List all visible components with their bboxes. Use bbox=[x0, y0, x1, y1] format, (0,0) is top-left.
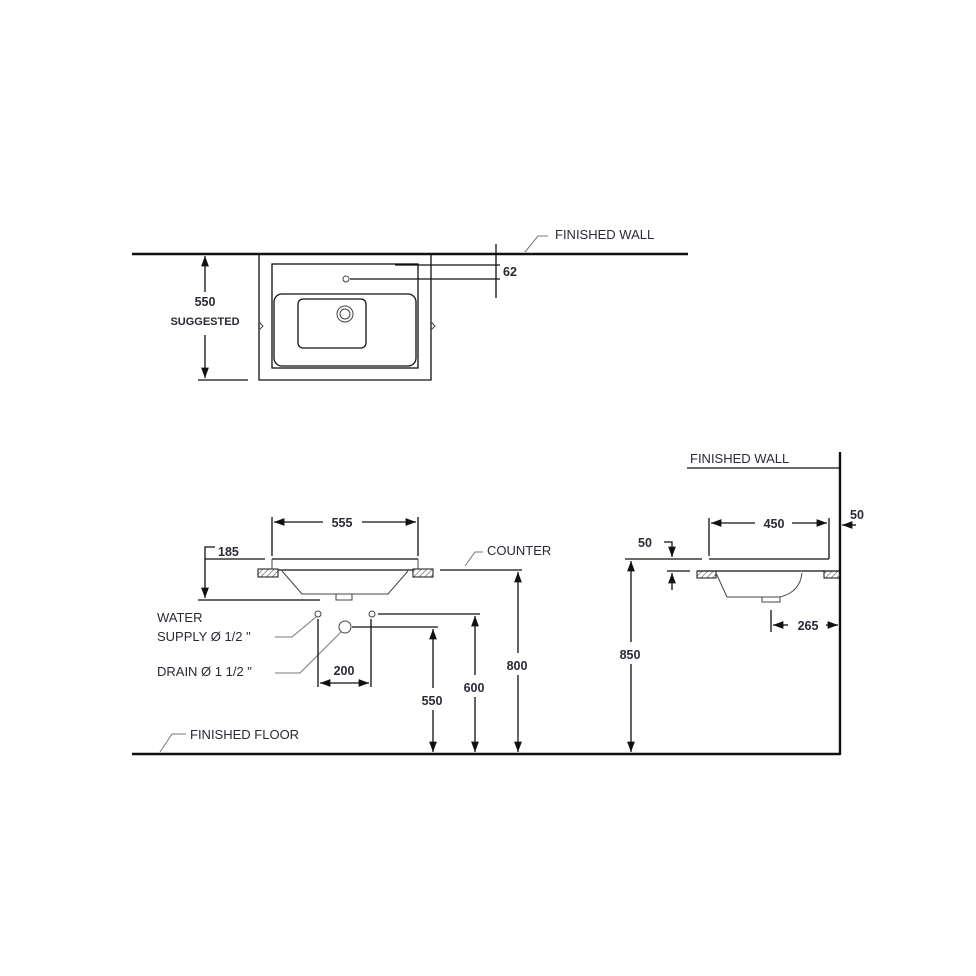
drain-pipe-icon bbox=[338, 620, 352, 634]
dim-850-label: 850 bbox=[620, 648, 641, 662]
dim-50-rim-label: 50 bbox=[638, 536, 652, 550]
counter-section-left bbox=[257, 568, 279, 578]
dim-555-label: 555 bbox=[332, 516, 353, 530]
supply-leader bbox=[275, 616, 317, 638]
side-elevation: FINISHED WALL 450 265 50 50 850 bbox=[620, 451, 864, 755]
side-finished-wall-label: FINISHED WALL bbox=[690, 451, 789, 466]
drain-leader bbox=[275, 631, 342, 674]
water-supply-left-icon bbox=[314, 610, 322, 618]
dim-550-front-label: 550 bbox=[422, 694, 443, 708]
floor-leader bbox=[159, 733, 186, 753]
vanity-outline bbox=[258, 254, 432, 381]
dim-50-rim-top bbox=[664, 541, 676, 557]
front-elevation: FINISHED FLOOR 555 185 COUNTER WATER SUP… bbox=[132, 516, 840, 756]
wall-leader bbox=[524, 235, 548, 253]
drain-icon bbox=[336, 305, 354, 323]
finished-wall-label: FINISHED WALL bbox=[555, 227, 654, 242]
counter-label: COUNTER bbox=[487, 543, 551, 558]
water-supply-size-label: SUPPLY Ø 1/2 " bbox=[157, 629, 251, 644]
finished-floor-label: FINISHED FLOOR bbox=[190, 727, 299, 742]
counter-section-right bbox=[412, 568, 434, 578]
dim-550-label: 550 bbox=[195, 295, 216, 309]
dim-450-label: 450 bbox=[764, 517, 785, 531]
dim-62-label: 62 bbox=[503, 265, 517, 279]
suggested-label: SUGGESTED bbox=[170, 316, 239, 328]
side-basin-bowl-profile bbox=[715, 572, 803, 598]
drain-inner bbox=[339, 308, 351, 320]
break-marks bbox=[258, 321, 436, 331]
basin-outline bbox=[271, 263, 419, 369]
basin-bowl-profile bbox=[281, 570, 409, 595]
basin-bowl bbox=[273, 293, 417, 367]
side-counter-section-right bbox=[823, 570, 841, 579]
side-counter-section-left bbox=[696, 570, 717, 579]
dim-185-label: 185 bbox=[218, 545, 239, 559]
side-drain-stub bbox=[761, 596, 781, 603]
water-supply-label: WATER bbox=[157, 610, 203, 625]
drain-stub bbox=[335, 593, 353, 601]
dim-800-label: 800 bbox=[507, 659, 528, 673]
plan-view: FINISHED WALL 62 550 SUGGESTED bbox=[132, 227, 688, 381]
dim-185 bbox=[201, 546, 215, 598]
dim-50-wall-label: 50 bbox=[850, 508, 864, 522]
counter-leader bbox=[464, 551, 483, 567]
dim-600-label: 600 bbox=[464, 681, 485, 695]
dim-265-label: 265 bbox=[798, 619, 819, 633]
basin-inner-bowl bbox=[297, 298, 367, 349]
water-supply-right-icon bbox=[368, 610, 376, 618]
drain-label: DRAIN Ø 1 1/2 " bbox=[157, 664, 252, 679]
tap-hole-icon bbox=[342, 275, 350, 283]
dim-200-label: 200 bbox=[334, 664, 355, 678]
